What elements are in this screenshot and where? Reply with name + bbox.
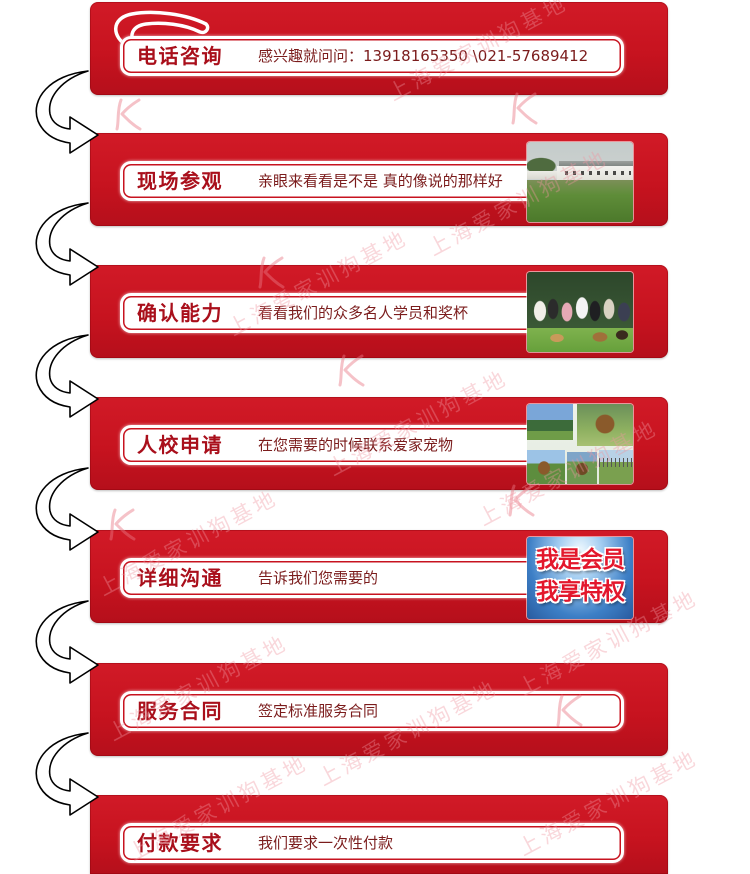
curved-arrow-icon	[30, 69, 100, 157]
curved-arrow-icon	[30, 731, 100, 819]
step-7-description: 我们要求一次性付款	[258, 834, 394, 852]
curved-arrow-icon	[30, 466, 100, 554]
badge-line-2: 我享特权	[536, 579, 625, 605]
badge-line-1: 我是会员	[536, 547, 625, 573]
step-6-banner: 服务合同 签定标准服务合同	[90, 663, 668, 756]
students-with-dogs-photo	[527, 272, 633, 352]
step-7-banner: 付款要求 我们要求一次性付款	[90, 795, 668, 874]
step-4-banner: 人校申请 在您需要的时候联系爱家宠物	[90, 397, 668, 490]
member-privilege-badge: 我是会员 我享特权	[527, 537, 633, 619]
step-6-description: 签定标准服务合同	[258, 702, 379, 720]
step-4-title: 人校申请	[137, 433, 223, 457]
step-2-banner: 现场参观 亲眼来看看是不是 真的像说的那样好	[90, 133, 668, 226]
step-2-description: 亲眼来看看是不是 真的像说的那样好	[258, 172, 503, 190]
step-6-label-box: 服务合同 签定标准服务合同	[120, 691, 624, 731]
step-5-banner: 详细沟通 告诉我们您需要的 我是会员 我享特权	[90, 530, 668, 623]
logo-watermark-icon	[112, 96, 142, 132]
step-5-title: 详细沟通	[137, 566, 223, 590]
step-1-description: 感兴趣就问问：13918165350 \021-57689412	[258, 47, 589, 65]
curved-arrow-icon	[30, 333, 100, 421]
step-1-banner: 电话咨询 感兴趣就问问：13918165350 \021-57689412	[90, 2, 668, 95]
step-2-title: 现场参观	[137, 169, 223, 193]
dog-training-photo-collage	[527, 404, 633, 484]
curved-arrow-icon	[30, 599, 100, 687]
curved-arrow-icon	[30, 201, 100, 289]
step-6-title: 服务合同	[137, 699, 223, 723]
step-5-description: 告诉我们您需要的	[258, 569, 379, 587]
step-3-description: 看看我们的众多名人学员和奖杯	[258, 304, 469, 322]
step-7-label-box: 付款要求 我们要求一次性付款	[120, 823, 624, 863]
training-grounds-photo	[527, 142, 633, 222]
step-3-title: 确认能力	[137, 301, 223, 325]
logo-watermark-icon	[508, 90, 538, 126]
step-7-title: 付款要求	[137, 831, 223, 855]
step-3-banner: 确认能力 看看我们的众多名人学员和奖杯	[90, 265, 668, 358]
step-1-title: 电话咨询	[137, 44, 223, 68]
step-1-label-box: 电话咨询 感兴趣就问问：13918165350 \021-57689412	[120, 36, 624, 76]
step-4-description: 在您需要的时候联系爱家宠物	[258, 436, 454, 454]
